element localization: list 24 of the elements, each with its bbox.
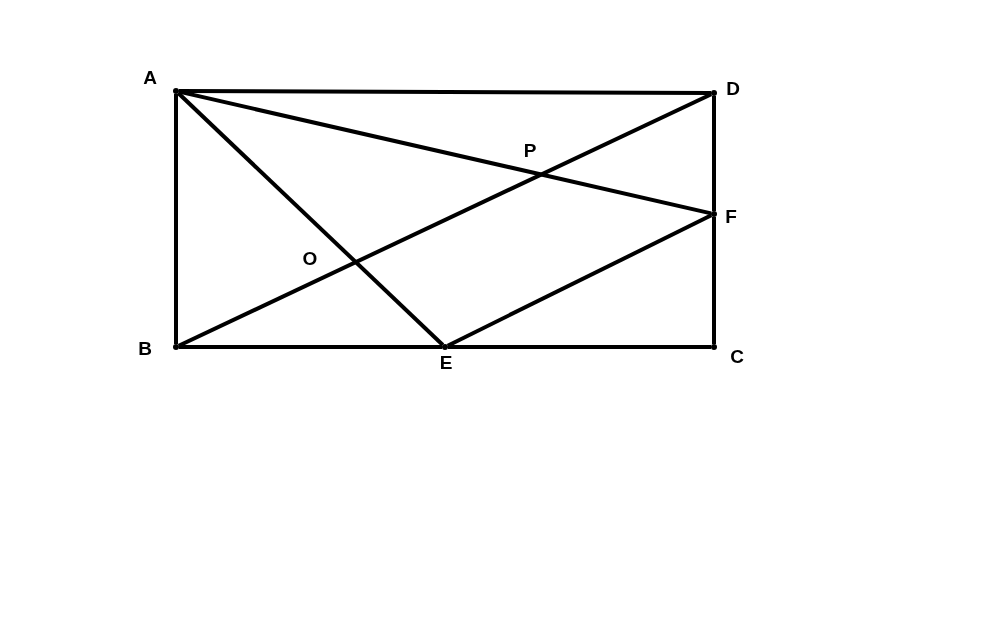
line-segment: [179, 89, 711, 95]
point-label: C: [730, 346, 744, 366]
line-segment: [712, 96, 716, 211]
line-segment: [712, 217, 716, 344]
line-segment: [176, 91, 445, 347]
line-segment: [179, 345, 442, 349]
line-segment: [177, 92, 713, 348]
vertex-point: [173, 344, 179, 350]
point-label: P: [523, 140, 537, 160]
line-segment: [448, 345, 711, 349]
point-label: B: [138, 338, 152, 358]
point-label: F: [725, 206, 737, 226]
line-segment: [174, 94, 178, 344]
point-label: O: [302, 248, 318, 268]
vertex-point: [173, 88, 179, 94]
point-label: D: [726, 78, 740, 98]
vertex-point: [442, 344, 448, 350]
point-label: A: [143, 67, 157, 87]
vertex-point: [711, 344, 717, 350]
line-segment: [178, 89, 712, 216]
line-segment: [446, 213, 713, 348]
vertex-point: [711, 211, 717, 217]
point-label: E: [439, 352, 453, 372]
vertex-point: [711, 90, 717, 96]
